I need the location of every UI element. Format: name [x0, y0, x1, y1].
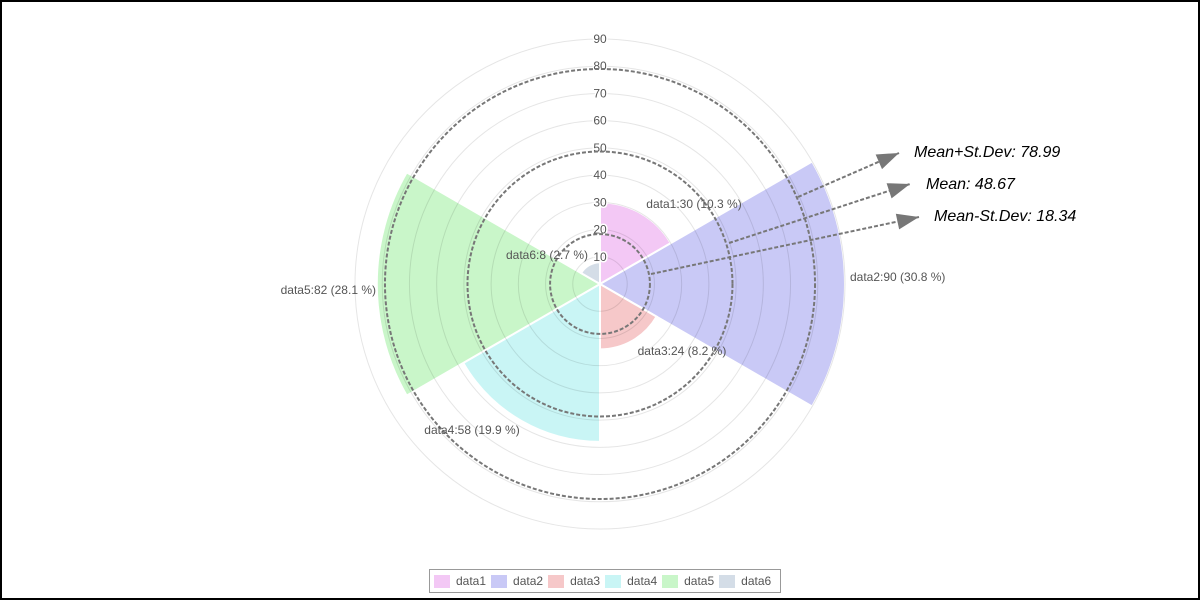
- legend: data1 data2 data3 data4 data5 data6: [429, 569, 782, 593]
- grid-ring: [381, 65, 819, 503]
- r-tick-label: 40: [593, 168, 607, 182]
- grid-ring: [517, 201, 683, 367]
- sector-data3: [599, 282, 658, 351]
- data-label: data2:90 (30.8 %): [850, 270, 945, 284]
- arrowhead-icon: [895, 213, 919, 230]
- data-label: data4:58 (19.9 %): [424, 423, 519, 437]
- sector-data6: [579, 261, 601, 286]
- legend-label: data6: [741, 574, 772, 588]
- grid-ring: [572, 256, 628, 312]
- legend-item-data3[interactable]: data3: [548, 574, 600, 588]
- sector-data2: [598, 160, 846, 408]
- sector-data5: [375, 171, 603, 397]
- reference-arrow-line: [650, 216, 920, 275]
- reference-label: Mean: 48.67: [926, 176, 1016, 193]
- grid-ring: [490, 174, 710, 394]
- legend-label: data4: [627, 574, 658, 588]
- r-tick-label: 60: [593, 114, 607, 128]
- r-tick-label: 90: [593, 32, 607, 46]
- reference-arrow-line: [728, 183, 911, 244]
- reference-circle: [549, 233, 651, 335]
- legend-item-data6[interactable]: data6: [719, 574, 771, 588]
- data-label: data6:8 (2.7 %): [506, 248, 588, 262]
- legend-swatch: [605, 574, 622, 588]
- r-tick-label: 50: [593, 141, 607, 155]
- data-label: data5:82 (28.1 %): [281, 283, 376, 297]
- data-label: data3:24 (8.2 %): [638, 344, 727, 358]
- legend-swatch: [434, 574, 450, 588]
- r-tick-label: 70: [593, 86, 607, 100]
- reference-circle: [466, 150, 734, 418]
- grid-ring: [436, 120, 764, 448]
- reference-label: Mean-St.Dev: 18.34: [934, 208, 1076, 225]
- legend-swatch: [719, 574, 736, 588]
- sector-data4: [461, 282, 601, 443]
- legend-label: data3: [570, 574, 601, 588]
- legend-label: data2: [513, 574, 544, 588]
- data-label: data1:30 (10.3 %): [646, 197, 741, 211]
- arrowhead-icon: [875, 153, 899, 170]
- legend-item-data5[interactable]: data5: [662, 574, 714, 588]
- r-tick-label: 80: [593, 59, 607, 73]
- grid-ring: [408, 92, 792, 476]
- legend-label: data5: [684, 574, 715, 588]
- reference-circle: [383, 67, 817, 501]
- legend-item-data2[interactable]: data2: [491, 574, 543, 588]
- legend-item-data4[interactable]: data4: [605, 574, 657, 588]
- legend-item-data1[interactable]: data1: [434, 574, 486, 588]
- arrowhead-icon: [886, 183, 910, 199]
- grid-ring: [354, 38, 846, 530]
- grid-ring: [545, 229, 655, 339]
- legend-swatch: [491, 574, 508, 588]
- r-tick-label: 10: [593, 250, 607, 264]
- legend-swatch: [662, 574, 679, 588]
- r-tick-label: 30: [593, 195, 607, 209]
- grid-ring: [463, 147, 737, 421]
- legend-swatch: [548, 574, 565, 588]
- reference-label: Mean+St.Dev: 78.99: [914, 144, 1060, 161]
- sector-data1: [599, 201, 673, 286]
- legend-label: data1: [456, 574, 487, 588]
